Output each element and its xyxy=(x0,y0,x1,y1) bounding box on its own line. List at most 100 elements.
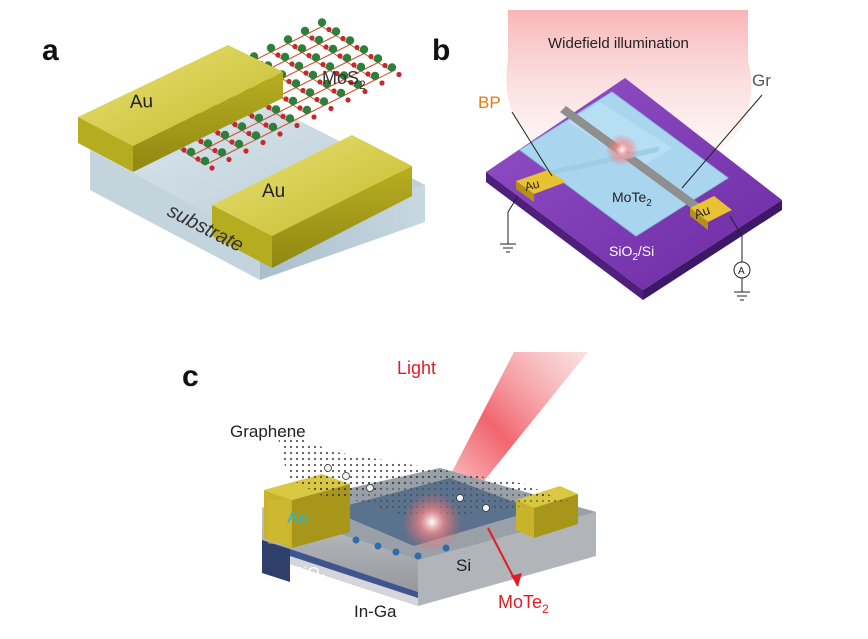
molybdenum-atom xyxy=(331,88,337,94)
au-label-right: Au xyxy=(262,181,285,202)
light-impact-glow xyxy=(402,492,462,552)
panel-a-letter: a xyxy=(42,34,59,67)
molybdenum-atom xyxy=(317,79,323,85)
gr-pointer xyxy=(681,94,763,189)
graphene-label: Graphene xyxy=(230,422,306,441)
sulfur-atom xyxy=(186,147,196,157)
sulfur-atom xyxy=(359,45,369,54)
molybdenum-atom xyxy=(300,87,306,94)
sulfur-atom xyxy=(237,122,247,131)
bp-label: BP xyxy=(478,93,501,112)
sio2-layer-front xyxy=(290,549,418,598)
au-pad-left: Au xyxy=(516,170,566,202)
sio2-label-c: SiO2 xyxy=(293,565,326,585)
molybdenum-atom xyxy=(365,71,371,77)
gr-label: Gr xyxy=(752,71,771,90)
graphene-strip xyxy=(560,106,708,216)
ground-left xyxy=(500,195,519,253)
molybdenum-atom xyxy=(229,139,235,145)
molybdenum-atom xyxy=(286,78,292,85)
molybdenum-atom xyxy=(246,130,252,137)
sulfur-atom xyxy=(342,53,352,63)
molybdenum-atom xyxy=(323,44,329,50)
sulfur-atom xyxy=(308,70,318,80)
molybdenum-atom xyxy=(345,97,351,103)
sulfur-atom xyxy=(317,18,327,27)
sulfur-atom xyxy=(322,79,332,89)
mos2-label: MoS2 xyxy=(322,68,366,92)
molybdenum-atom xyxy=(277,131,283,137)
sulfur-atom xyxy=(311,53,321,62)
ammeter-circuit xyxy=(729,215,751,301)
sulfur-atom xyxy=(305,88,315,97)
in-ga-label: In-Ga xyxy=(354,602,397,621)
sulfur-atom xyxy=(336,88,346,98)
sulfur-atom xyxy=(291,79,301,88)
sulfur-atom xyxy=(254,113,264,123)
mote2-arrow-head xyxy=(511,573,522,586)
molybdenum-atom xyxy=(195,156,201,162)
molybdenum-atom xyxy=(320,61,326,68)
sulfur-atom xyxy=(331,27,341,36)
sulfur-atom xyxy=(302,105,312,115)
molybdenum-atom xyxy=(303,70,309,76)
sulfur-atom xyxy=(203,139,213,148)
sulfur-atom xyxy=(200,156,210,166)
sulfur-atom xyxy=(319,97,329,106)
au-label-c: Au xyxy=(287,508,308,527)
panel-b-letter: b xyxy=(432,34,450,67)
sulfur-atom xyxy=(268,122,278,132)
au-electrode-right: Au xyxy=(212,135,412,268)
molybdenum-atom xyxy=(306,52,312,59)
molybdenum-atom xyxy=(215,130,221,136)
molybdenum-atom xyxy=(232,121,238,128)
au-pad-right: Au xyxy=(690,196,732,230)
molybdenum-atom xyxy=(260,139,266,146)
molybdenum-atom xyxy=(243,148,249,154)
molybdenum-atom xyxy=(326,26,332,33)
molybdenum-atom xyxy=(379,80,385,86)
au-electrode-left: Au xyxy=(78,45,283,172)
sulfur-atom xyxy=(356,62,366,72)
molybdenum-atom xyxy=(263,122,269,128)
molybdenum-atom xyxy=(328,105,334,112)
molybdenum-atom xyxy=(348,79,354,86)
molybdenum-atom xyxy=(198,138,204,145)
illumination-label: Widefield illumination xyxy=(548,35,689,52)
molybdenum-atom xyxy=(212,147,218,154)
molybdenum-atom xyxy=(351,62,357,68)
molybdenum-atom xyxy=(289,61,295,67)
molybdenum-atom xyxy=(292,43,298,50)
sulfur-atom xyxy=(251,131,261,140)
carriers xyxy=(324,464,490,560)
sulfur-atom xyxy=(288,96,298,106)
ammeter-label: A xyxy=(738,266,745,277)
molybdenum-atom xyxy=(249,113,255,119)
bp-pointer xyxy=(511,111,553,177)
si-label: Si xyxy=(456,556,471,575)
molybdenum-atom xyxy=(368,53,374,60)
sulfur-atom xyxy=(217,148,227,157)
sulfur-atom xyxy=(370,71,380,81)
panel-a: a Au Au MoS2 substrate xyxy=(42,18,425,280)
molybdenum-atom xyxy=(340,35,346,42)
molybdenum-atom xyxy=(275,52,281,58)
sulfur-atom xyxy=(387,63,397,72)
molybdenum-atom xyxy=(309,35,315,41)
mote2-label: MoTe2 xyxy=(612,189,652,209)
molybdenum-atom xyxy=(294,122,300,129)
molybdenum-atom xyxy=(334,70,340,77)
sulfur-atom xyxy=(266,43,276,53)
sulfur-atom xyxy=(353,80,363,89)
light-label: Light xyxy=(397,358,436,378)
sulfur-atom xyxy=(294,61,304,71)
molybdenum-atom xyxy=(362,88,368,95)
sulfur-atom xyxy=(285,114,295,123)
molybdenum-atom xyxy=(382,62,388,69)
molybdenum-atom xyxy=(283,96,289,102)
sulfur-atom xyxy=(328,44,338,54)
molybdenum-atom xyxy=(226,156,232,163)
sulfur-atom xyxy=(220,130,230,140)
sulfur-atom xyxy=(271,105,281,114)
